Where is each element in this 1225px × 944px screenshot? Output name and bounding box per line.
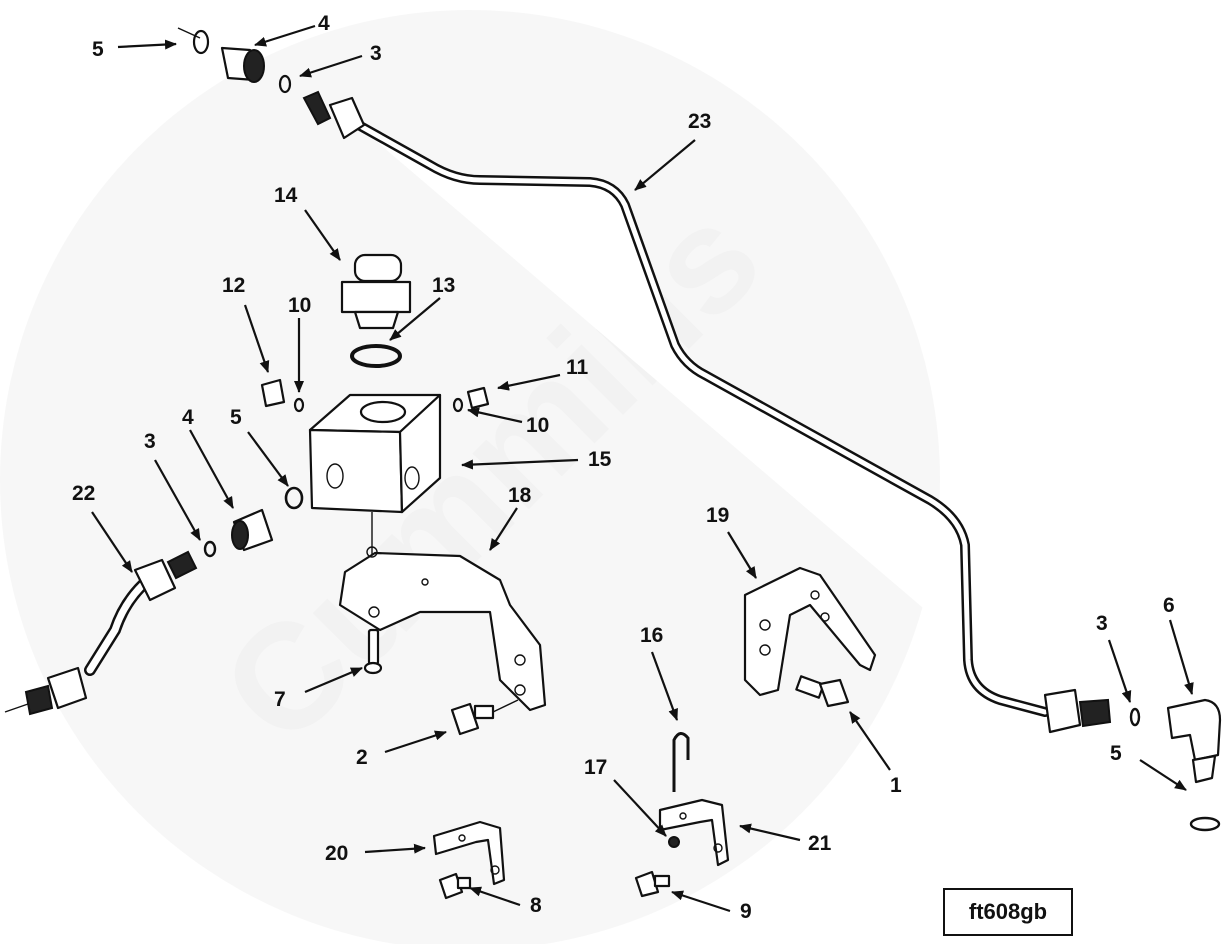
bolt-8 [438, 872, 472, 900]
tube-23 [302, 90, 1112, 734]
bracket-20 [432, 820, 506, 886]
figure-code-label: ft608gb [943, 888, 1073, 936]
o-ring-5-mid [284, 486, 304, 510]
callout-3-mid: 3 [144, 430, 156, 453]
adapter-4-top [220, 46, 265, 83]
callout-1: 1 [890, 774, 902, 797]
callout-2: 2 [356, 746, 368, 769]
callout-17: 17 [584, 756, 607, 779]
nut-17 [668, 836, 680, 848]
bracket-19 [743, 566, 877, 697]
callout-3: 3 [370, 42, 382, 65]
callout-6: 6 [1163, 594, 1175, 617]
screw-7 [363, 628, 383, 675]
o-ring-3-right [1129, 707, 1141, 727]
o-ring-3-mid [203, 540, 217, 558]
o-ring-13 [350, 344, 402, 368]
clip-16 [672, 732, 690, 792]
elbow-6 [1166, 698, 1222, 784]
watermark: Cummins [0, 10, 940, 944]
callout-9: 9 [740, 900, 752, 923]
callout-16: 16 [640, 624, 663, 647]
callout-19: 19 [706, 504, 729, 527]
callout-23: 23 [688, 110, 711, 133]
o-ring-5-right [1189, 816, 1221, 832]
adapter-4-mid [231, 508, 274, 552]
o-ring-10-left [293, 397, 305, 413]
o-ring-3-top [278, 74, 292, 94]
callout-10-right: 10 [526, 414, 549, 437]
bolt-2 [450, 699, 519, 736]
callout-3-right: 3 [1096, 612, 1108, 635]
callout-10-left: 10 [288, 294, 311, 317]
callout-4: 4 [318, 12, 330, 35]
callout-labels: 5 4 3 23 14 13 12 10 11 10 15 18 5 4 3 2… [72, 12, 1175, 923]
plug-12 [260, 378, 286, 408]
bolt-9 [634, 870, 671, 898]
callout-12: 12 [222, 274, 245, 297]
bracket-21 [658, 798, 730, 867]
callout-5-right: 5 [1110, 742, 1122, 765]
bracket-18 [338, 546, 547, 712]
callout-arrows [91, 24, 1194, 913]
plug-11 [466, 386, 490, 410]
fitting-14 [340, 253, 412, 330]
callout-7: 7 [274, 688, 286, 711]
callout-4-mid: 4 [182, 406, 194, 429]
callout-20: 20 [325, 842, 348, 865]
callout-18: 18 [508, 484, 532, 507]
callout-13: 13 [432, 274, 455, 297]
callout-22: 22 [72, 482, 95, 505]
callout-21: 21 [808, 832, 832, 855]
block-15 [308, 393, 442, 560]
tube-22 [4, 550, 198, 716]
callout-5-mid: 5 [230, 406, 242, 429]
callout-14: 14 [274, 184, 298, 207]
callout-11: 11 [566, 356, 589, 379]
o-ring-10-right [452, 397, 464, 413]
callout-15: 15 [588, 448, 612, 471]
callout-5: 5 [92, 38, 104, 61]
o-ring-5-top [192, 29, 210, 55]
callout-8: 8 [530, 894, 542, 917]
bolt-1 [795, 675, 850, 708]
